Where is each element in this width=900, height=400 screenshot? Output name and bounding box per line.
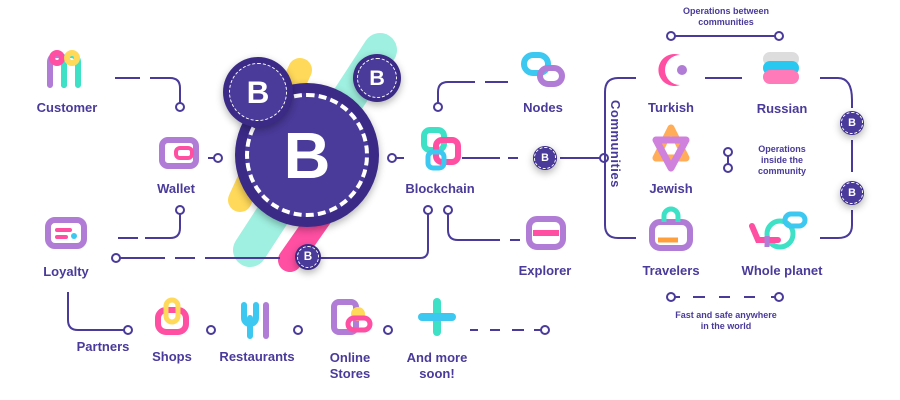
restaurants-label: Restaurants: [219, 349, 295, 364]
explorer-label: Explorer: [518, 263, 572, 278]
note-inside-3: community: [757, 166, 807, 176]
travelers-label: Travelers: [642, 263, 700, 278]
nodes-label: Nodes: [523, 100, 563, 115]
coin-symbol: B: [534, 147, 556, 169]
jewish-label: Jewish: [649, 181, 693, 196]
coin-symbol: B: [356, 57, 398, 99]
more-line1: And more: [406, 350, 468, 365]
more-line2: soon!: [419, 366, 455, 381]
online-stores-line1: Online: [329, 350, 371, 365]
coin-symbol: B: [841, 112, 863, 134]
blockchain-icon: [421, 127, 461, 171]
whole-planet-label: Whole planet: [741, 263, 823, 278]
communities-label: Communities: [608, 100, 623, 188]
note-fast-1: Fast and safe anywhere: [675, 310, 777, 320]
wallet-icon: [159, 137, 199, 169]
more-icon: [418, 298, 456, 336]
note-between-2: communities: [698, 17, 754, 27]
nodes-icon: [521, 52, 565, 87]
loyalty-label: Loyalty: [43, 264, 89, 279]
wallet-label: Wallet: [157, 181, 195, 196]
turkish-icon: [658, 54, 687, 86]
note-inside-1: Operations: [758, 144, 806, 154]
turkish-label: Turkish: [648, 100, 694, 115]
shops-label: Shops: [152, 349, 192, 364]
whole-planet-icon: [749, 211, 808, 250]
blockchain-label: Blockchain: [405, 181, 475, 196]
coin-icon: B: [223, 57, 293, 127]
jewish-icon: [652, 124, 690, 172]
note-between-1: Operations between: [682, 6, 770, 16]
coin-icon: B: [840, 181, 864, 205]
coin-icon: B: [353, 54, 401, 102]
explorer-icon: [526, 216, 566, 250]
coin-icon: B: [840, 111, 864, 135]
coin-icon: B: [295, 244, 321, 270]
customer-label: Customer: [36, 100, 98, 115]
note-fast-2: in the world: [700, 321, 752, 331]
online-stores-line2: Stores: [329, 366, 371, 381]
partners-label: Partners: [76, 339, 130, 354]
russian-icon: [763, 52, 799, 84]
travelers-icon: [649, 206, 693, 251]
shops-icon: [155, 297, 189, 335]
customer-icon: [47, 50, 81, 88]
note-inside-2: inside the: [760, 155, 804, 165]
coin-symbol: B: [841, 182, 863, 204]
loyalty-icon: [45, 217, 87, 249]
restaurants-icon: [241, 302, 269, 339]
coin-icon: B: [533, 146, 557, 170]
coin-symbol: B: [229, 63, 287, 121]
coin-symbol: B: [296, 245, 320, 269]
russian-label: Russian: [756, 101, 808, 116]
online-stores-icon: [331, 299, 373, 335]
